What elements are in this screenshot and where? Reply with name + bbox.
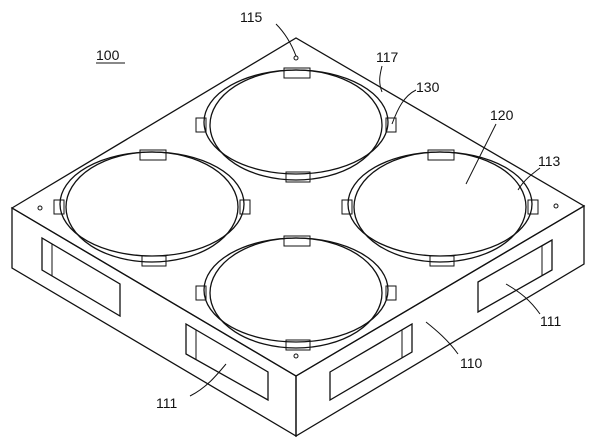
side-clip-right-left bbox=[342, 200, 352, 214]
side-clip-right-right bbox=[528, 200, 538, 214]
ring-seat-bottom bbox=[196, 236, 396, 350]
label-corner-hole: 115 bbox=[240, 9, 263, 25]
label-side-opening-right: 111 bbox=[540, 313, 561, 329]
top-face bbox=[12, 38, 584, 376]
right-face-openings bbox=[330, 240, 552, 400]
corner-holes bbox=[38, 56, 558, 358]
label-side-opening-left: 111 bbox=[156, 395, 177, 411]
corner-hole-top bbox=[294, 56, 298, 60]
fork-opening-right-2 bbox=[478, 240, 552, 312]
corner-hole-right bbox=[554, 204, 558, 208]
reference-labels: 100 115 117 130 120 113 111 110 111 bbox=[96, 9, 561, 411]
leader-120 bbox=[466, 124, 496, 184]
side-clip-left-left bbox=[54, 200, 64, 214]
corner-hole-bottom bbox=[294, 354, 298, 358]
ring-seat-left bbox=[54, 150, 250, 266]
label-top-surface: 113 bbox=[538, 153, 561, 169]
front-left-face bbox=[12, 208, 296, 436]
side-clip-left-right bbox=[240, 200, 250, 214]
ring-seat-right bbox=[342, 150, 538, 266]
leader-111-right bbox=[506, 284, 540, 314]
label-pallet-body: 110 bbox=[460, 355, 483, 371]
corner-hole-left bbox=[38, 206, 42, 210]
label-seat-recess: 120 bbox=[490, 107, 514, 123]
ring-seat-top bbox=[196, 68, 396, 182]
label-ring-groove: 117 bbox=[376, 49, 399, 65]
pallet-body bbox=[12, 38, 584, 436]
label-clip: 130 bbox=[416, 79, 440, 95]
label-assembly: 100 bbox=[96, 47, 120, 63]
